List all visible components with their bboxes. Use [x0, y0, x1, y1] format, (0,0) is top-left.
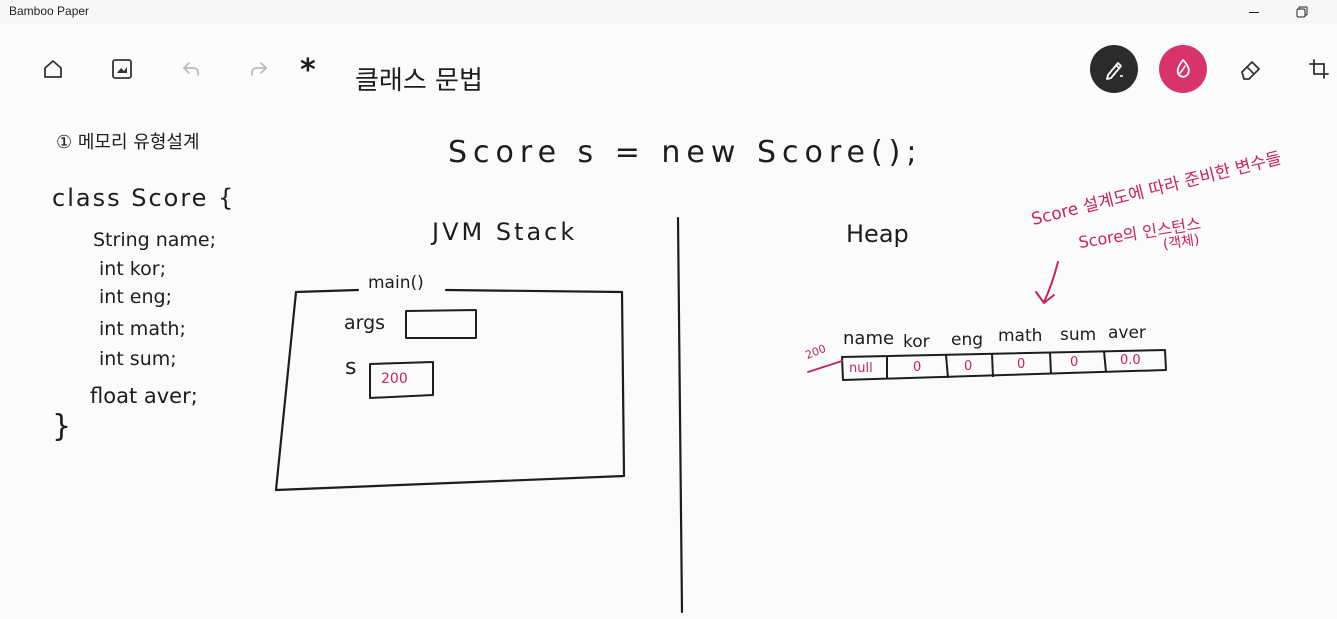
s-box — [369, 361, 434, 399]
brush-tool-button[interactable] — [1159, 45, 1207, 93]
home-icon — [44, 60, 62, 78]
s-value: 200 — [381, 371, 408, 387]
pen-tool-button[interactable] — [1090, 45, 1138, 93]
crop-button[interactable] — [1302, 52, 1336, 86]
heap-field-name: sum — [1060, 325, 1097, 345]
eraser-button[interactable] — [1234, 52, 1268, 86]
restore-icon — [1296, 6, 1308, 18]
heap-field-name: eng — [951, 330, 984, 350]
heap-field-value: 0 — [1017, 357, 1026, 372]
title-star: * — [300, 53, 316, 88]
field-line: int kor; — [99, 258, 166, 280]
title-bar: Bamboo Paper — [0, 0, 1337, 24]
heap-cells — [841, 349, 1167, 381]
undo-button[interactable] — [174, 52, 208, 86]
minimize-button[interactable] — [1231, 0, 1277, 24]
heap-field-name: name — [843, 328, 895, 349]
section-heading: ① 메모리 유형설계 — [56, 132, 200, 153]
field-line: int sum; — [99, 348, 177, 370]
redo-icon — [251, 62, 267, 76]
brush-tool-icon — [1176, 59, 1190, 78]
statement-line: Score s = new Score(); — [448, 135, 923, 170]
class-closing: } — [52, 409, 72, 444]
heap-field-name: math — [998, 326, 1043, 346]
heap-field-value: null — [849, 361, 873, 376]
frame-label: main() — [368, 273, 424, 293]
field-line: int eng; — [99, 286, 173, 308]
page-title[interactable]: 클래스 문법 — [355, 66, 483, 96]
gallery-button[interactable] — [105, 52, 139, 86]
args-label: args — [344, 312, 386, 334]
field-line: String name; — [93, 229, 217, 251]
annotation-arrow — [1043, 261, 1059, 303]
stack-heading: JVM Stack — [432, 218, 578, 246]
args-box — [405, 309, 477, 339]
heap-field-name: aver — [1108, 323, 1146, 343]
eraser-icon — [1241, 61, 1260, 80]
heap-heading: Heap — [846, 220, 909, 248]
app-title: Bamboo Paper — [9, 4, 90, 18]
class-header: class Score { — [52, 184, 236, 212]
heap-field-value: 0 — [1070, 355, 1079, 370]
home-button[interactable] — [36, 52, 70, 86]
heap-field-value: 0.0 — [1120, 353, 1141, 368]
minimize-icon — [1249, 11, 1259, 13]
gallery-icon — [112, 59, 132, 79]
restore-button[interactable] — [1279, 0, 1325, 24]
divider-line — [676, 216, 684, 614]
field-line: float aver; — [90, 384, 198, 408]
heap-field-name: kor — [903, 332, 930, 352]
crop-icon — [1309, 59, 1329, 79]
s-label: s — [345, 355, 357, 380]
field-line: int math; — [99, 318, 186, 340]
undo-icon — [183, 62, 199, 76]
pen-tool-icon — [1106, 62, 1123, 80]
redo-button[interactable] — [242, 52, 276, 86]
heap-field-value: 0 — [913, 360, 922, 375]
heap-field-value: 0 — [964, 359, 973, 374]
stack-frame-box — [274, 288, 626, 492]
